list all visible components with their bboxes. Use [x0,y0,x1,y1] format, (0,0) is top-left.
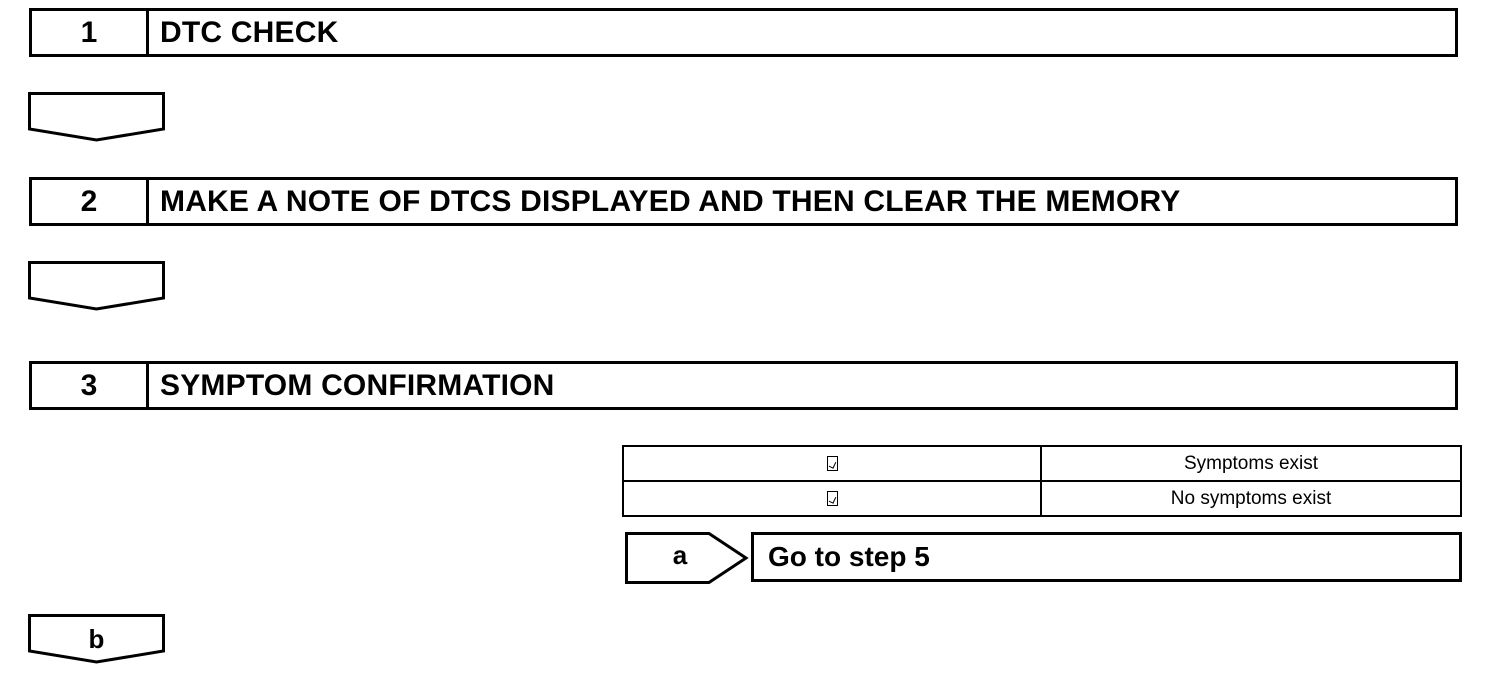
table-row: Symptoms exist [622,445,1462,482]
down-arrow-icon [28,92,165,142]
branch-a-label: a [672,540,688,570]
step-title: DTC CHECK [160,15,339,49]
branch-b-label: b [88,624,105,654]
step-title: MAKE A NOTE OF DTCS DISPLAYED AND THEN C… [160,184,1181,218]
step-3-box: 3 SYMPTOM CONFIRMATION [29,361,1458,410]
result-condition: No symptoms exist [1040,480,1462,517]
result-table: Symptoms exist No symptoms exist [622,445,1462,517]
result-mark-cell [622,445,1042,482]
branch-a-tag [625,532,749,584]
result-condition: Symptoms exist [1040,445,1462,482]
table-row: No symptoms exist [622,480,1462,517]
step-1-box: 1 DTC CHECK [29,8,1458,57]
branch-a-action: Go to step 5 [751,532,1462,582]
step-2-box: 2 MAKE A NOTE OF DTCS DISPLAYED AND THEN… [29,177,1458,226]
check-box-icon [826,455,838,471]
step-number: 3 [32,364,149,407]
down-arrow-icon [28,261,165,311]
step-number: 2 [32,180,149,223]
check-box-icon [826,490,838,506]
result-mark-cell [622,480,1042,517]
step-title: SYMPTOM CONFIRMATION [160,368,555,402]
step-number: 1 [32,11,149,54]
down-arrow-icon [28,614,165,664]
